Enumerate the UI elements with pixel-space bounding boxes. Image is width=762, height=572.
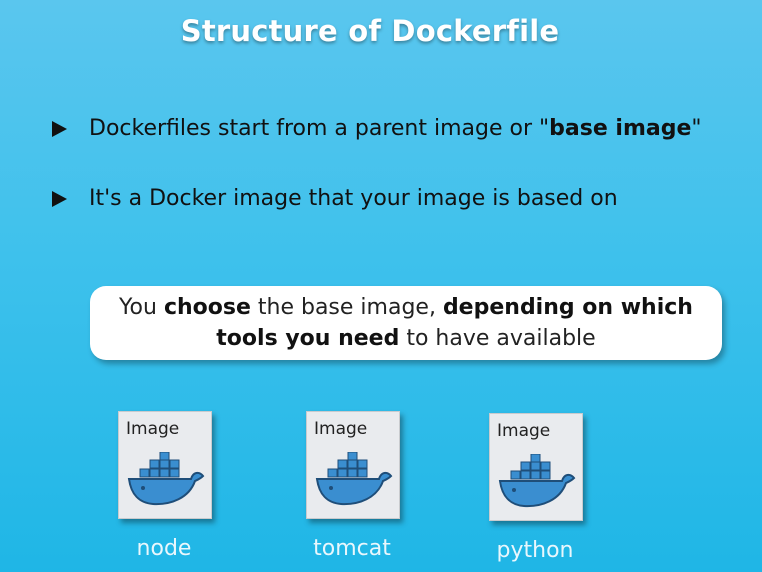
docker-whale-icon [127,452,205,506]
image-card-node: Image [118,411,212,519]
caption-tomcat: tomcat [313,536,391,561]
slide-title: Structure of Dockerfile [180,14,560,48]
triangle-right-icon [52,120,67,137]
bullet-text-1: Dockerfiles start from a parent image or… [89,116,702,141]
bullet-item-1: Dockerfiles start from a parent image or… [52,116,702,141]
docker-whale-icon [315,452,393,506]
image-card-label: Image [497,421,551,441]
bullet-item-2: It's a Docker image that your image is b… [52,186,618,211]
docker-whale-icon [498,454,576,508]
callout-line-2: tools you need to have available [216,326,596,351]
caption-python: python [496,538,574,563]
image-card-tomcat: Image [306,411,400,519]
bullet-text-2: It's a Docker image that your image is b… [89,186,618,211]
image-card-label: Image [314,419,368,439]
image-card-python: Image [489,413,583,521]
image-card-label: Image [126,419,180,439]
callout-line-1: You choose the base image, depending on … [119,295,693,320]
caption-node: node [136,536,192,561]
triangle-right-icon [52,190,67,207]
callout-box: You choose the base image, depending on … [90,286,722,360]
